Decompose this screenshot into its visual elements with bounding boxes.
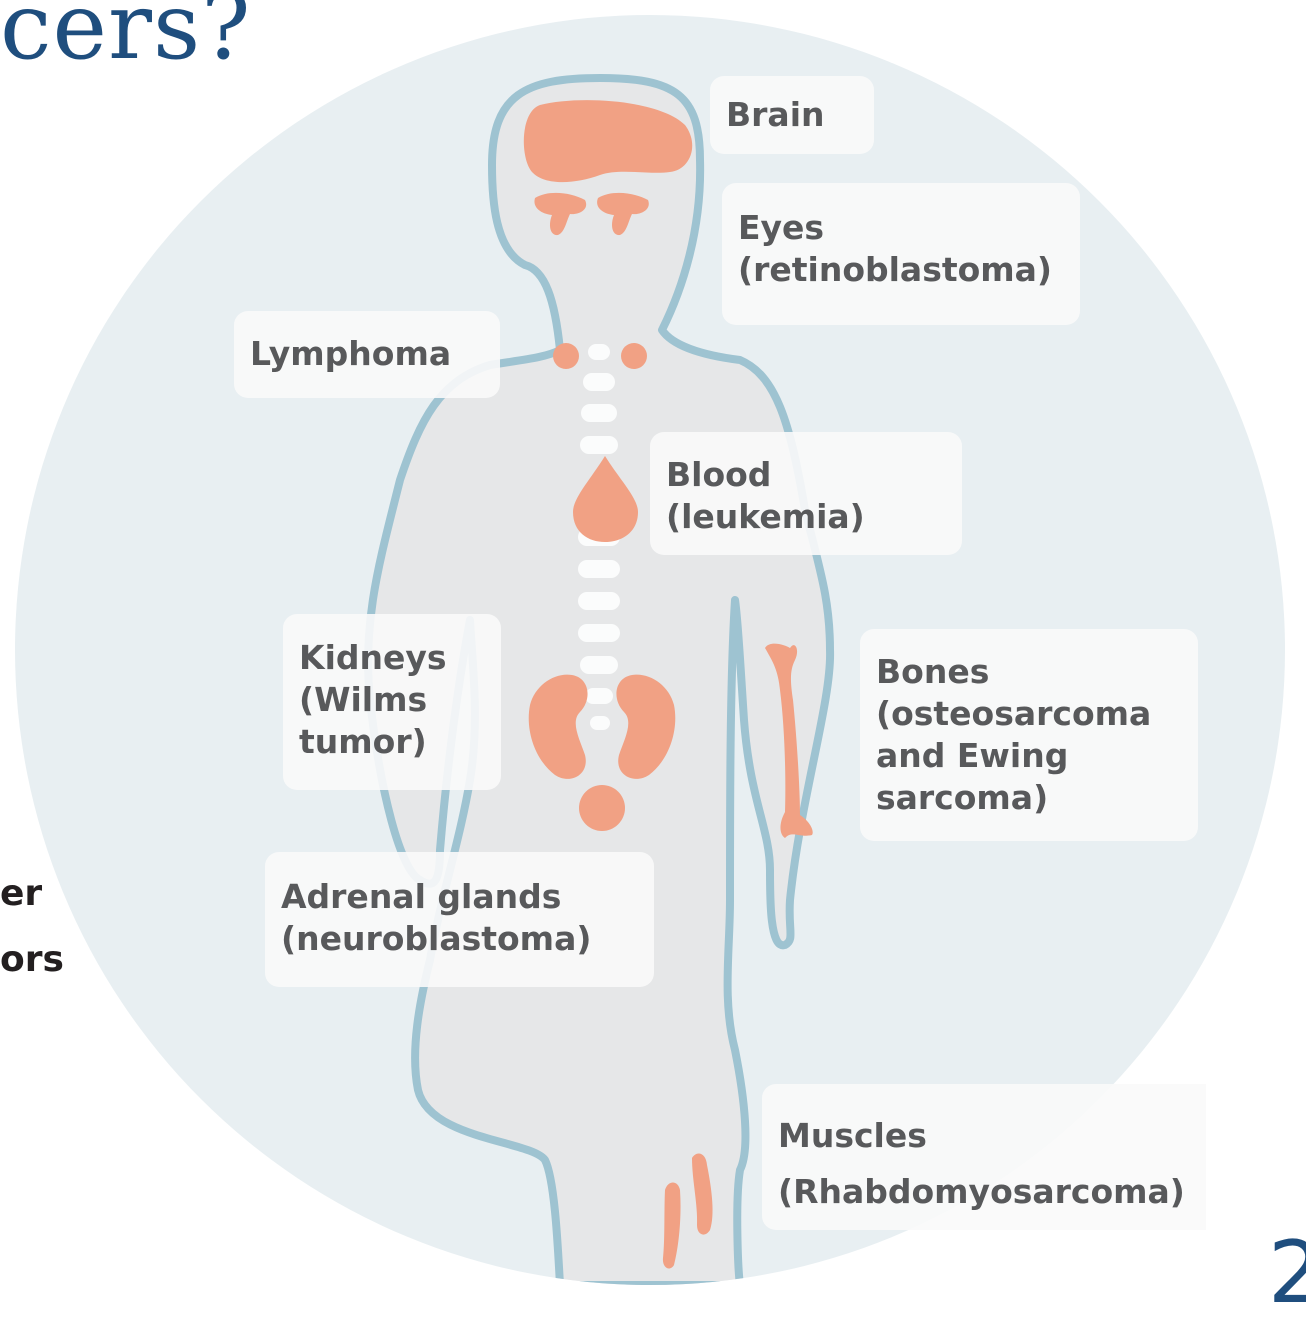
label-eyes: Eyes (retinoblastoma): [722, 183, 1080, 325]
label-eyes-line-2: (retinoblastoma): [738, 249, 1064, 291]
lymph-node-left: [553, 343, 579, 369]
label-lymphoma-line-1: Lymphoma: [250, 333, 484, 375]
label-brain-line-1: Brain: [726, 94, 858, 136]
label-brain: Brain: [710, 76, 874, 154]
label-kidneys: Kidneys (Wilms tumor): [283, 614, 501, 790]
label-bones-line-1: Bones: [876, 651, 1182, 693]
label-bones: Bones (osteosarcoma and Ewing sarcoma): [860, 629, 1198, 841]
side-text-line-2: ors: [0, 938, 64, 982]
label-blood-line-1: Blood: [666, 454, 946, 496]
label-kidneys-line-1: Kidneys: [299, 637, 485, 679]
label-bones-line-2: (osteosarcoma: [876, 693, 1182, 735]
label-adrenal-line-1: Adrenal glands: [281, 876, 638, 918]
label-muscles-line-2: (Rhabdomyosarcoma): [778, 1164, 1190, 1220]
label-lymphoma: Lymphoma: [234, 311, 500, 398]
lymph-node-right: [621, 343, 647, 369]
label-adrenal: Adrenal glands (neuroblastoma): [265, 852, 654, 987]
label-kidneys-line-2: (Wilms: [299, 679, 485, 721]
label-eyes-line-1: Eyes: [738, 207, 1064, 249]
label-adrenal-line-2: (neuroblastoma): [281, 918, 638, 960]
adrenal-organ: [579, 785, 625, 831]
label-muscles-line-1: Muscles: [778, 1108, 1190, 1164]
label-blood-line-2: (leukemia): [666, 496, 946, 538]
label-blood: Blood (leukemia): [650, 432, 962, 555]
label-bones-line-3: and Ewing: [876, 735, 1182, 777]
page-number-fragment: 2: [1268, 1228, 1306, 1318]
side-text-line-1: er: [0, 872, 42, 916]
label-bones-line-4: sarcoma): [876, 777, 1182, 819]
label-muscles: Muscles (Rhabdomyosarcoma): [762, 1084, 1206, 1230]
page-title-fragment: cers?: [0, 0, 252, 82]
label-kidneys-line-3: tumor): [299, 721, 485, 763]
